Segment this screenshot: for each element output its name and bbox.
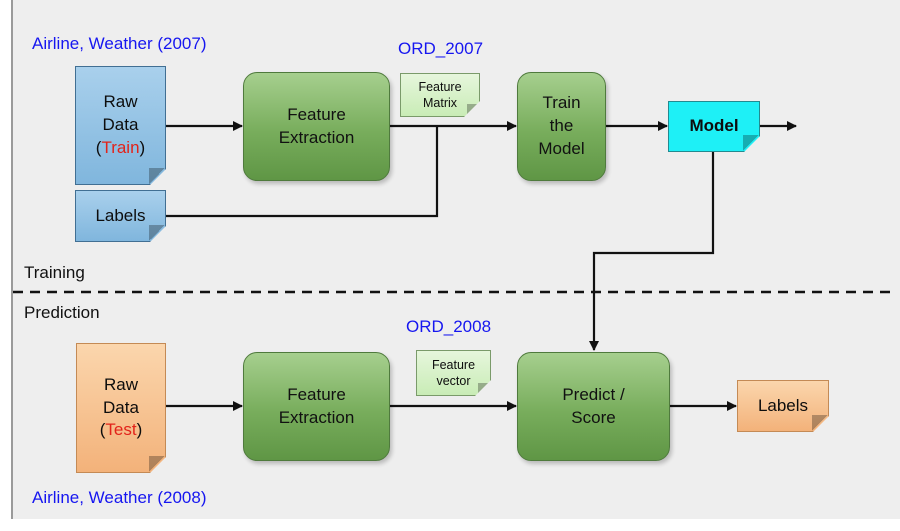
raw-data-train-doc: Raw Data (Train) [75,66,166,185]
raw-data-test-doc: Raw Data (Test) [76,343,166,473]
feature-extraction-test-line1: Feature [287,384,346,404]
train-tag: Train [101,137,140,157]
feature-extraction-train-line1: Feature [287,104,346,124]
raw-data-test-line3: (Test) [100,419,143,442]
feature-extraction-test-box: Feature Extraction [243,352,390,461]
predict-score-line2: Score [571,407,616,427]
labels-test-doc: Labels [737,380,829,432]
raw-data-train-line2: Data [102,115,139,135]
feature-vector-line1: Feature [431,357,476,372]
paren-open: ( [99,420,106,440]
feature-matrix-doc: Feature Matrix [400,73,480,117]
train-source-title: Airline, Weather (2007) [32,34,207,53]
feature-extraction-train-line2: Extraction [278,127,355,147]
bottom-margin [0,519,900,531]
connector-model-to-predict [589,152,715,351]
paren-close: ) [136,420,143,440]
feature-extraction-test-line2: Extraction [278,407,355,427]
paren-open: ( [95,137,102,157]
feature-vector-doc: Feature vector [416,350,491,396]
train-model-box: Train the Model [517,72,606,181]
train-dataset-title: ORD_2007 [398,39,484,58]
train-model-line1: Train [542,93,581,113]
connector-labels-to-train [166,126,439,218]
left-margin [0,0,11,531]
model-text: Model [689,116,739,136]
prediction-section-label: Prediction [24,303,100,322]
labels-train-doc: Labels [75,190,166,242]
raw-data-train-line1: Raw [103,92,138,112]
predict-score-line1: Predict / [562,384,625,404]
raw-data-test-line1: Raw [103,374,138,394]
train-model-line2: the [549,116,574,136]
paren-close: ) [139,137,146,157]
feature-matrix-line2: Matrix [422,96,458,110]
model-doc: Model [668,101,760,152]
test-source-title: Airline, Weather (2008) [32,488,207,507]
feature-extraction-train-box: Feature Extraction [243,72,390,181]
raw-data-train-line3: (Train) [96,137,145,160]
training-section-label: Training [24,263,85,282]
test-dataset-title: ORD_2008 [406,317,492,336]
train-model-line3: Model [538,138,585,158]
left-border-line [11,0,13,531]
feature-matrix-line1: Feature [418,79,462,94]
test-tag: Test [105,420,137,440]
labels-test-text: Labels [757,395,809,415]
feature-vector-line2: vector [436,374,471,388]
labels-train-text: Labels [95,205,146,225]
raw-data-test-line2: Data [103,397,139,417]
predict-score-box: Predict / Score [517,352,670,461]
